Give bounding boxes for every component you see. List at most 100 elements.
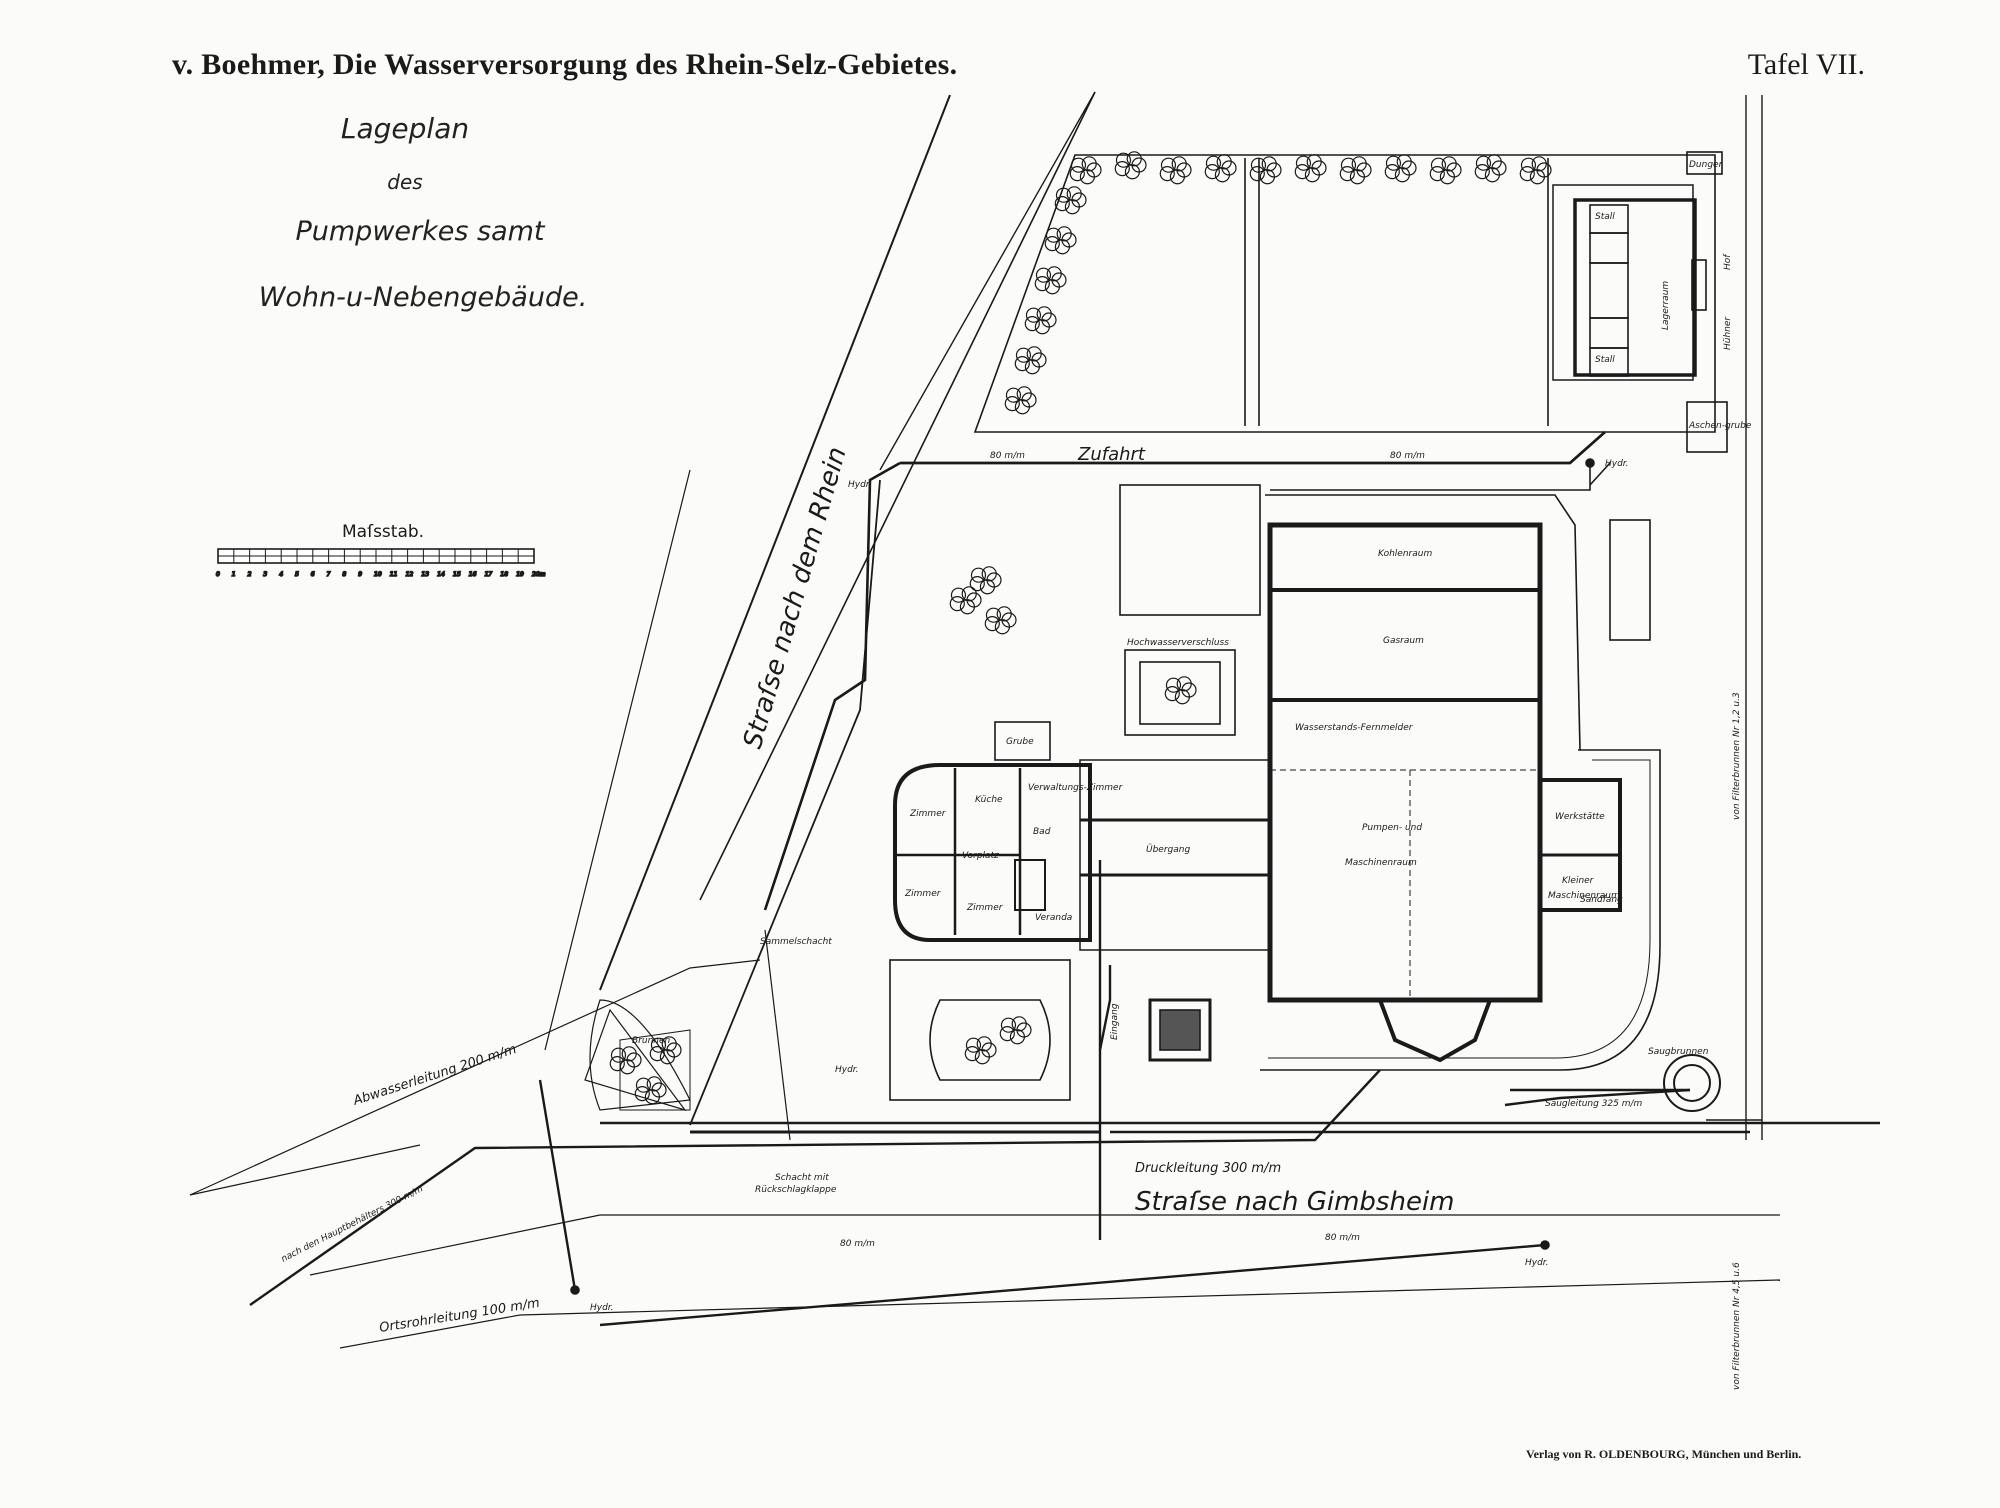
tree-crown (1439, 169, 1456, 185)
tree-crown (1174, 689, 1191, 705)
scale-tick-label: 18 (500, 571, 508, 578)
label-hydrant-5: Hydr. (835, 1065, 859, 1075)
tree-crown (1126, 151, 1142, 167)
tree-crown (1249, 166, 1265, 182)
room-maschinenraum: Maschinenraum (1345, 858, 1417, 868)
tree-crown (1340, 157, 1357, 173)
tree-crown (1055, 187, 1072, 203)
room-aschengrube: Aschen-grube (1688, 421, 1752, 431)
tree-crown (981, 566, 997, 582)
tree-crown (1306, 154, 1322, 170)
room-zimmer-1: Zimmer (909, 809, 947, 819)
scale-tick-label: 13 (421, 571, 429, 578)
tree-crown (1035, 267, 1052, 283)
scale-tick-label: 3 (263, 571, 267, 578)
tree-crown (1519, 166, 1535, 182)
tree-crown (1034, 276, 1050, 292)
tree-crown (1005, 387, 1022, 403)
label-eingang: Eingang (1110, 1003, 1120, 1040)
tree-crown (949, 596, 965, 612)
label-schacht: Schacht mit (775, 1173, 829, 1183)
room-pumpen: Pumpen- und (1362, 823, 1422, 833)
tree-crown (1025, 307, 1042, 323)
tree-crown (1054, 239, 1071, 255)
scale-tick-label: 7 (327, 571, 331, 578)
tree-crown (1475, 155, 1492, 171)
tree-crown (649, 1046, 665, 1062)
tree-crown (1430, 157, 1447, 173)
tree-crown (1474, 164, 1490, 180)
tree-crown (1171, 156, 1187, 172)
scale-tick-label: 9 (358, 571, 362, 578)
plan-title-line-3: Pumpwerkes samt (295, 216, 545, 247)
plan-title-line-4: Wohn-u-Nebengebäude. (258, 282, 588, 313)
pipe-dim-80-a: 80 m/m (990, 451, 1025, 461)
tree-crown (1349, 169, 1366, 185)
tree-crown (644, 1089, 661, 1105)
room-hof: Hof (1723, 253, 1733, 270)
label-hydrant-2: Hydr. (848, 480, 872, 490)
label-saugbrunnen: Saugbrunnen (1648, 1047, 1709, 1057)
tree-crown (979, 579, 996, 595)
tree-crown (1394, 167, 1411, 183)
tree-crown (994, 619, 1011, 635)
tree-crown (1026, 346, 1042, 362)
label-brunnen: Brunnen (632, 1036, 671, 1046)
pipe-dim-80-c: 80 m/m (840, 1239, 875, 1249)
tree-crown (1176, 676, 1192, 692)
room-lagerraum: Lagerraum (1661, 281, 1671, 330)
tree-crown (1069, 166, 1085, 182)
scale-tick-label: 12 (406, 571, 414, 578)
tree-crown (1004, 396, 1020, 412)
room-stall-1: Stall (1595, 212, 1615, 222)
tree-crown (1024, 316, 1040, 332)
pump-house (1267, 522, 1622, 1063)
tree-crown (1011, 1016, 1027, 1032)
tree-crown (1054, 196, 1070, 212)
street-label-gimbsheim: Straſse nach Gimbsheim (1135, 1187, 1455, 1217)
tree-crown (961, 586, 977, 602)
tree-crown (1015, 347, 1032, 363)
tree-crown (1385, 155, 1402, 171)
tree-crown (1214, 167, 1231, 183)
tree-crown (1044, 279, 1061, 295)
scale-tick-label: 5 (295, 571, 299, 578)
tree-crown (1250, 157, 1267, 173)
pipe-label-haupt: nach den Hauptbehälters 300 m/m (280, 1184, 425, 1265)
room-kleiner: Kleiner (1562, 876, 1595, 886)
tree-crown (1046, 266, 1062, 282)
tree-crown (659, 1049, 676, 1065)
label-rueckschlagklappe: Rückschlagklappe (755, 1185, 837, 1195)
tree-crown (974, 1049, 991, 1065)
room-huehner: Hühner (1723, 316, 1733, 350)
pipe-label-saug: Saugleitung 325 m/m (1545, 1099, 1643, 1109)
pipe-label-filter-bottom: von Filterbrunnen Nr 4,5 u.6 (1732, 1262, 1742, 1390)
tree-crown (1204, 164, 1220, 180)
room-grube: Grube (1006, 737, 1034, 747)
tree-crown (1351, 156, 1367, 172)
tree-clusters (609, 151, 1552, 1105)
pipe-dim-80-b: 80 m/m (1390, 451, 1425, 461)
tree-crown (1000, 1017, 1017, 1033)
tree-crown (650, 1037, 667, 1053)
tree-crown (1124, 164, 1141, 180)
pipelines (249, 860, 1691, 1327)
plan-title-line-1: Lageplan (340, 112, 470, 145)
tree-crown (1160, 157, 1177, 173)
tree-crown (965, 1037, 982, 1053)
tree-crown (1396, 154, 1412, 170)
tree-crown (1486, 154, 1502, 170)
tree-crown (619, 1059, 636, 1075)
tree-crown (1429, 166, 1445, 182)
publisher-imprint: Verlag von R. OLDENBOURG, München und Be… (1526, 1447, 1802, 1461)
room-kueche: Küche (975, 795, 1003, 805)
tree-crown (1339, 166, 1355, 182)
pipe-label-druck: Druckleitung 300 m/m (1135, 1161, 1281, 1176)
scale-label: Maſsstab. (342, 522, 425, 542)
tree-crown (1294, 164, 1310, 180)
room-kohlenraum: Kohlenraum (1378, 549, 1432, 559)
tree-crown (609, 1056, 625, 1072)
tree-crown (635, 1077, 652, 1093)
